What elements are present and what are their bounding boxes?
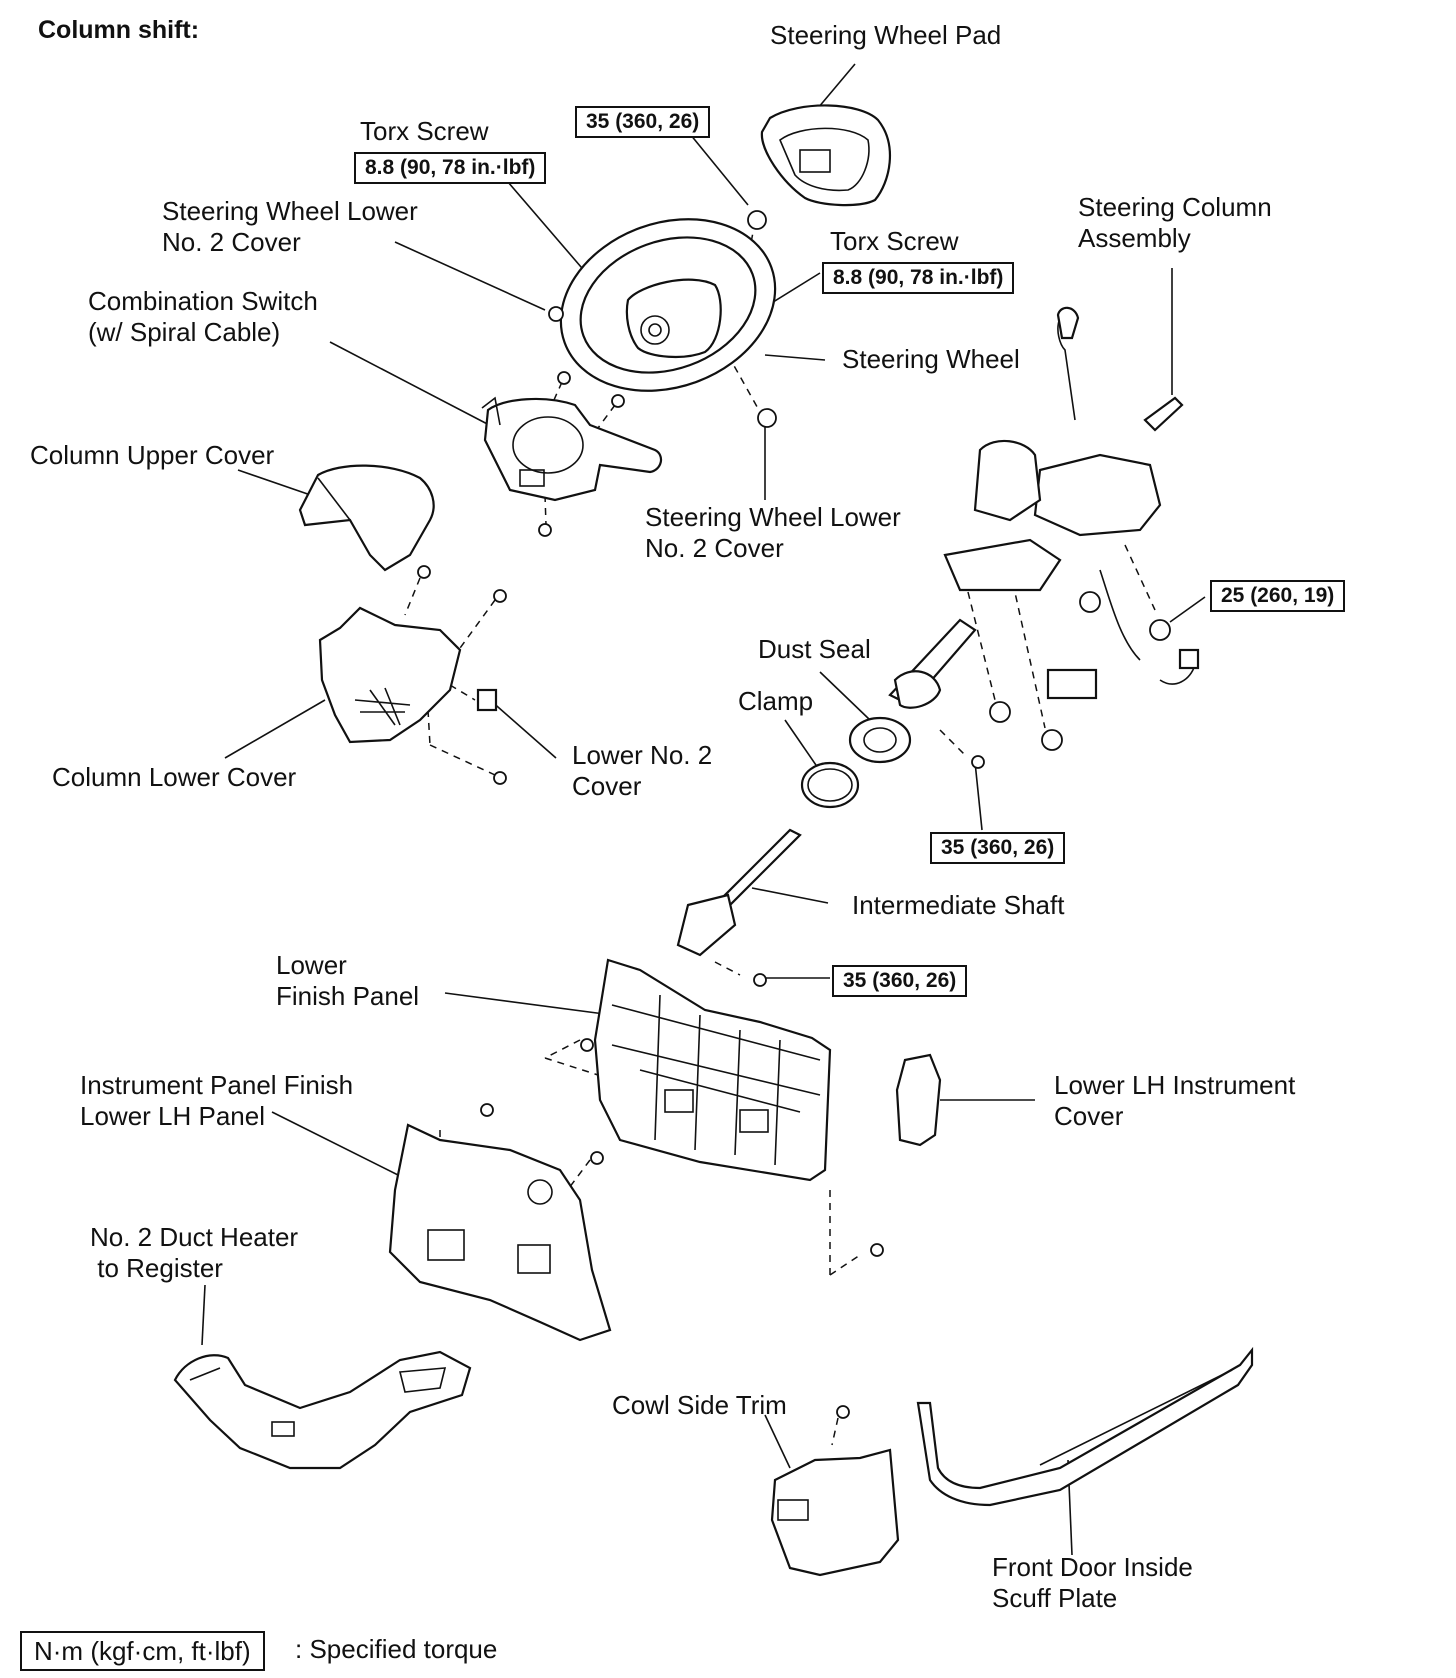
cowl-side-trim [770, 1448, 900, 1577]
steering-wheel [559, 218, 777, 392]
fasteners [417, 210, 1171, 1419]
torque-shaft: 35 (360, 26) [832, 965, 968, 997]
legend-unit-box: N·m (kgf·cm, ft·lbf) [20, 1631, 265, 1671]
torque-torx-left: 8.8 (90, 78 in.·lbf) [354, 152, 547, 184]
diagram-title: Column shift: [38, 16, 200, 44]
label-instrument-panel-finish-lower-lh: Instrument Panel Finish Lower LH Panel [80, 1070, 354, 1131]
torque-pad: 35 (360, 26) [575, 106, 711, 138]
label-column-upper-cover: Column Upper Cover [30, 440, 275, 470]
leader-lines [201, 63, 1206, 1556]
combination-switch [481, 396, 663, 502]
label-torx-screw-left: Torx Screw [360, 116, 489, 146]
label-steering-wheel-lower-no2-cover-left: Steering Wheel Lower No. 2 Cover [162, 196, 418, 257]
label-dust-seal: Dust Seal [758, 634, 871, 664]
label-intermediate-shaft: Intermediate Shaft [852, 890, 1065, 920]
legend-text: : Specified torque [295, 1634, 498, 1664]
instrument-panel-finish-lower-lh [388, 1123, 612, 1342]
label-lower-no2-cover: Lower No. 2 Cover [572, 740, 713, 801]
no2-duct-heater [173, 1350, 472, 1470]
column-upper-cover [298, 464, 435, 572]
column-lower-cover [318, 606, 462, 744]
lower-no2-cover [476, 688, 498, 712]
label-steering-wheel-lower-no2-cover-mid: Steering Wheel Lower No. 2 Cover [645, 502, 901, 563]
label-cowl-side-trim: Cowl Side Trim [612, 1390, 787, 1420]
dust-seal [848, 716, 912, 764]
intermediate-shaft [676, 828, 802, 957]
label-front-door-scuff-plate: Front Door Inside Scuff Plate [992, 1552, 1193, 1613]
label-lower-finish-panel: Lower Finish Panel [276, 950, 420, 1011]
clamp [800, 761, 860, 809]
lower-lh-instrument-cover [895, 1053, 942, 1147]
label-no2-duct-heater: No. 2 Duct Heater to Register [90, 1222, 299, 1283]
torque-column: 25 (260, 19) [1210, 580, 1346, 612]
label-steering-wheel-pad: Steering Wheel Pad [770, 20, 1002, 50]
steering-wheel-pad [760, 104, 892, 207]
torque-torx-right: 8.8 (90, 78 in.·lbf) [822, 262, 1015, 294]
torque-column-lower: 35 (360, 26) [930, 832, 1066, 864]
label-clamp: Clamp [738, 686, 814, 716]
label-lower-lh-instrument-cover: Lower LH Instrument Cover [1054, 1070, 1296, 1131]
label-steering-wheel: Steering Wheel [842, 344, 1020, 374]
front-door-scuff-plate [916, 1346, 1254, 1507]
label-torx-screw-right: Torx Screw [830, 226, 959, 256]
lower-finish-panel [593, 958, 832, 1182]
label-column-lower-cover: Column Lower Cover [52, 762, 297, 792]
steering-column-assembly [888, 306, 1200, 709]
label-steering-column-assembly: Steering Column Assembly [1078, 192, 1272, 253]
label-combination-switch: Combination Switch (w/ Spiral Cable) [88, 286, 318, 347]
